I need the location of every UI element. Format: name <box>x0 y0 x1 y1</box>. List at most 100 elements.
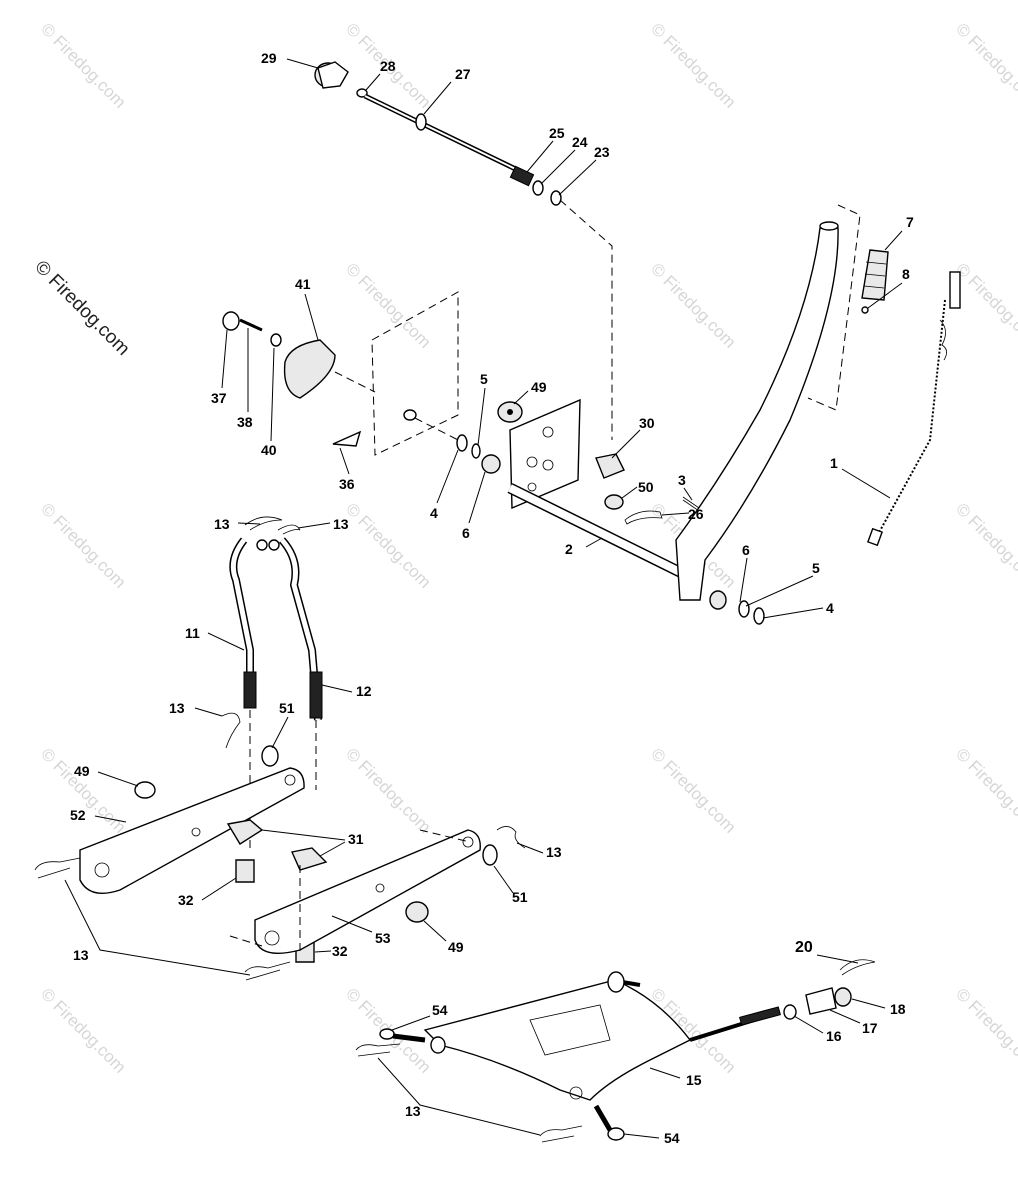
part-label: 5 <box>812 560 820 576</box>
part-label: 6 <box>462 525 470 541</box>
lift-arm-right <box>254 829 481 954</box>
swivel-ferrule <box>291 847 328 871</box>
lift-link-left <box>230 538 253 700</box>
cotter-pin <box>624 510 663 525</box>
cable-end <box>867 527 883 547</box>
part-label: 32 <box>178 892 194 908</box>
part-number-labels: 29 28 27 25 24 23 41 37 38 40 36 4 5 6 4… <box>70 50 914 1146</box>
rod-collar <box>415 113 427 131</box>
part-label: 53 <box>375 930 391 946</box>
part-label: 15 <box>686 1072 702 1088</box>
part-label: 8 <box>902 266 910 282</box>
part-label: 13 <box>214 516 230 532</box>
cross-shaft <box>508 484 702 586</box>
part-label: 26 <box>688 506 704 522</box>
lift-lever <box>675 227 839 601</box>
copyright-notice: © Firedog.com <box>30 257 133 360</box>
snap-ring <box>753 607 765 625</box>
assembly-line <box>229 935 263 947</box>
watermark: © Firedog.com <box>952 19 1018 111</box>
threaded-rod <box>739 1006 781 1026</box>
clevis-pin <box>379 1028 395 1040</box>
part-label: 51 <box>512 889 528 905</box>
lift-link-right <box>280 538 321 721</box>
washer <box>134 781 156 799</box>
assembly-line <box>559 199 613 440</box>
watermark: © Firedog.com <box>342 499 434 591</box>
part-label: 28 <box>380 58 396 74</box>
part-label: 27 <box>455 66 471 82</box>
washer <box>261 745 279 767</box>
part-label: 40 <box>261 442 277 458</box>
washer <box>550 190 562 206</box>
snap-ring <box>456 434 468 452</box>
adjust-knob-assembly <box>314 61 613 440</box>
part-label: 30 <box>639 415 655 431</box>
washer <box>471 443 481 459</box>
lift-bracket <box>423 979 692 1101</box>
spring-clip <box>332 430 362 447</box>
threaded-end <box>309 671 323 719</box>
bushing <box>235 859 255 883</box>
part-label: 25 <box>549 125 565 141</box>
part-label: 31 <box>348 831 364 847</box>
bushing <box>481 454 501 474</box>
part-label: 13 <box>333 516 349 532</box>
part-label: 4 <box>430 505 438 521</box>
pivot-bushing <box>607 971 625 993</box>
part-label: 13 <box>546 844 562 860</box>
bushing <box>709 590 727 610</box>
part-label: 23 <box>594 144 610 160</box>
leader-lines <box>64 58 903 1139</box>
watermark: © Firedog.com <box>952 499 1018 591</box>
part-label: 49 <box>531 379 547 395</box>
pivot-plate <box>509 398 581 510</box>
frame-plate-outline <box>371 291 459 456</box>
watermark: © Firedog.com <box>647 259 739 351</box>
knob-body <box>317 61 349 89</box>
clevis <box>805 987 837 1015</box>
part-label: 13 <box>405 1103 421 1119</box>
safety-switch <box>595 453 625 479</box>
part-label: 49 <box>448 939 464 955</box>
washer <box>270 333 282 347</box>
swivel-ferrule <box>226 819 264 845</box>
watermark: © Firedog.com <box>952 744 1018 836</box>
compression-spring <box>509 165 535 187</box>
lift-arms <box>34 767 526 981</box>
watermark: © Firedog.com <box>342 744 434 836</box>
screw <box>239 318 263 332</box>
watermark: © Firedog.com <box>37 499 129 591</box>
threaded-end <box>243 671 257 709</box>
nut <box>834 987 852 1007</box>
cable-end-fitting <box>949 271 961 309</box>
part-label: 29 <box>261 50 277 66</box>
part-label: 13 <box>73 947 89 963</box>
hitch-bracket-assembly <box>355 959 876 1143</box>
pin-head <box>430 1036 446 1054</box>
watermark: © Firedog.com <box>647 19 739 111</box>
assembly-line <box>414 417 463 443</box>
part-label: 11 <box>185 625 200 641</box>
link-end <box>268 539 280 551</box>
part-label: 3 <box>678 472 686 488</box>
watermark: © Firedog.com <box>952 259 1018 351</box>
washer <box>356 88 368 98</box>
link-end <box>256 539 268 551</box>
adjust-handle <box>283 339 336 399</box>
part-label: 54 <box>664 1130 680 1146</box>
clevis-pin <box>607 1127 625 1141</box>
washer <box>482 844 498 866</box>
mount-bracket-assembly <box>222 291 706 525</box>
part-label: 4 <box>826 600 834 616</box>
part-label: 7 <box>906 214 914 230</box>
part-label: 54 <box>432 1002 448 1018</box>
lift-cable <box>867 271 961 547</box>
part-label: 20 <box>795 939 813 956</box>
part-label: 18 <box>890 1001 906 1017</box>
watermark: © Firedog.com <box>952 984 1018 1076</box>
lift-lever-assembly <box>507 204 889 625</box>
part-label: 16 <box>826 1028 842 1044</box>
jam-nut <box>783 1004 797 1020</box>
part-label: 36 <box>339 476 355 492</box>
